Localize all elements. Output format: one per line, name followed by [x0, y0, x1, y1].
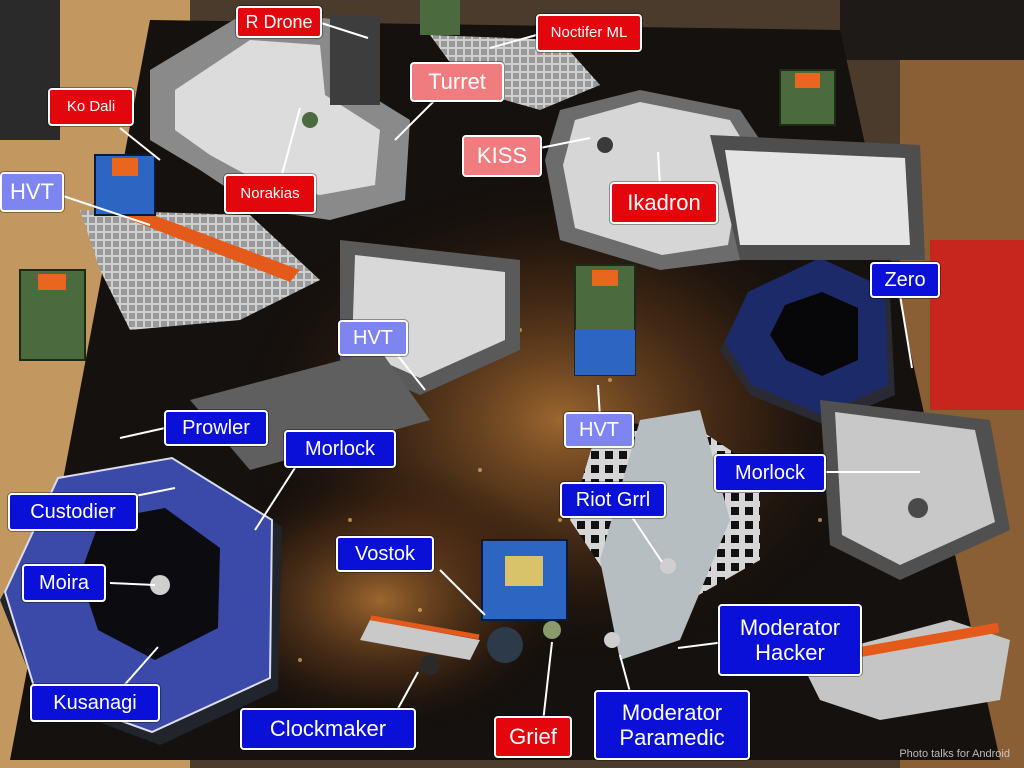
label-moderator-paramedic: Moderator Paramedic [594, 690, 750, 760]
wall-panel-lower [600, 410, 730, 660]
building-top-right-floor [725, 150, 910, 245]
crate-stack-center-bottom [575, 330, 635, 375]
label-riot-grrl: Riot Grrl [560, 482, 666, 518]
label-hvt-mid: HVT [338, 320, 408, 356]
hex-tower-left-edge [3, 456, 274, 734]
crate-green-right-lid [795, 73, 820, 88]
crates [19, 0, 836, 621]
label-clockmaker: Clockmaker [240, 708, 416, 750]
mini-norakias [302, 112, 318, 128]
label-kusanagi: Kusanagi [30, 684, 160, 722]
label-moderator-hacker: Moderator Hacker [718, 604, 862, 676]
label-moderator-paramedic-line2: Paramedic [619, 725, 725, 750]
mini-morlock-right [908, 498, 928, 518]
skywalk-left-orange-rail [92, 195, 300, 282]
label-moderator-hacker-line2: Hacker [755, 640, 825, 665]
crate-stack-center-lid [592, 270, 618, 286]
hex-tower-right-pit [770, 292, 858, 376]
crate-green-right [779, 69, 836, 126]
r-drone-pillar [330, 15, 380, 105]
label-morlock-left: Morlock [284, 430, 396, 468]
red-chair [930, 240, 1024, 410]
label-noctifer-ml: Noctifer ML [536, 14, 642, 52]
building-right-floor [835, 412, 995, 565]
bridge-lower-rail [370, 615, 480, 640]
skywalk-left [80, 210, 320, 330]
label-norakias: Norakias [224, 174, 316, 214]
label-kiss: KISS [462, 135, 542, 177]
walkway-lower-right [800, 620, 1010, 720]
miniatures [150, 112, 928, 675]
mini-moira [150, 575, 170, 595]
label-ko-dali: Ko Dali [48, 88, 134, 126]
label-r-drone: R Drone [236, 6, 322, 38]
label-moderator-paramedic-line1: Moderator [621, 699, 723, 725]
mini-clockmaker [420, 655, 440, 675]
building-top-left-floor [175, 40, 380, 195]
label-moira: Moira [22, 564, 106, 602]
crate-blue-center-top [505, 556, 543, 586]
callout-lines [59, 21, 920, 723]
walkway-lower-right-rail [820, 622, 1000, 664]
mini-riot-grrl [660, 558, 676, 574]
crate-green-left-lid [38, 274, 66, 290]
label-turret: Turret [410, 62, 504, 102]
shelf [840, 0, 1024, 60]
mini-kiss [597, 137, 613, 153]
label-ikadron: Ikadron [610, 182, 718, 224]
walkway-top [430, 35, 600, 110]
crate-green-top [420, 0, 460, 35]
label-prowler: Prowler [164, 410, 268, 446]
label-vostok: Vostok [336, 536, 434, 572]
label-moderator-hacker-line1: Moderator [739, 614, 841, 640]
mini-grief [543, 621, 561, 639]
crate-blue-left-lid [112, 158, 138, 176]
label-custodier: Custodier [8, 493, 138, 531]
label-hvt-left: HVT [0, 172, 64, 212]
label-morlock-right: Morlock [714, 454, 826, 492]
mini-vostok [487, 627, 523, 663]
label-zero: Zero [870, 262, 940, 298]
mini-moderator-paramedic [604, 632, 620, 648]
building-top-center-floor [563, 102, 745, 255]
label-grief: Grief [494, 716, 572, 758]
watermark: Photo talks for Android [899, 748, 1010, 760]
crate-blue-center [481, 539, 568, 621]
bridge-lower [360, 620, 480, 660]
label-hvt-center: HVT [564, 412, 634, 448]
